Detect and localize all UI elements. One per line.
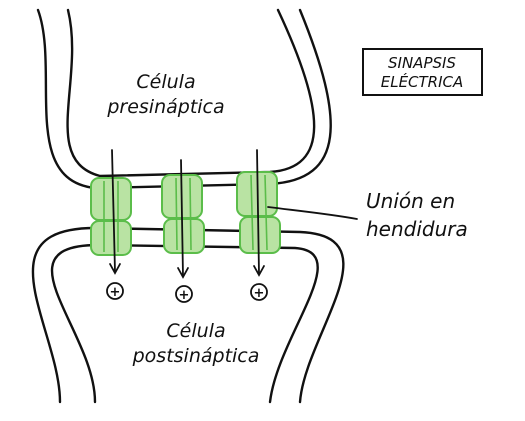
positive-ion-3: +	[250, 283, 268, 301]
ion-sign-2: +	[179, 288, 190, 303]
positive-ion-1: +	[106, 282, 124, 300]
title-line-2: ELÉCTRICA	[381, 72, 464, 91]
presynaptic-label-line-1: Célula	[136, 71, 195, 93]
postsynaptic-label-line-2: postsináptica	[132, 345, 260, 367]
ion-sign-1: +	[110, 285, 121, 300]
presynaptic-label-line-2: presináptica	[106, 96, 224, 118]
ion-flow-arrow-1	[109, 149, 121, 275]
title-box: SINAPSIS ELÉCTRICA	[362, 48, 483, 96]
gap-junction-leader-line	[267, 206, 358, 220]
positive-ion-2: +	[175, 285, 193, 303]
postsynaptic-label-line-1: Célula	[166, 320, 225, 342]
postsynaptic-membrane	[31, 226, 345, 404]
gap-junction-label-line-2: hendidura	[366, 217, 468, 241]
ion-sign-3: +	[254, 286, 265, 301]
gap-junction-label-line-1: Unión en	[366, 189, 455, 213]
ion-flow-arrow-3	[253, 149, 265, 277]
ion-flow-arrow-2	[177, 159, 189, 279]
gap-junction-channel-1	[90, 177, 132, 256]
title-line-1: SINAPSIS	[388, 54, 456, 72]
